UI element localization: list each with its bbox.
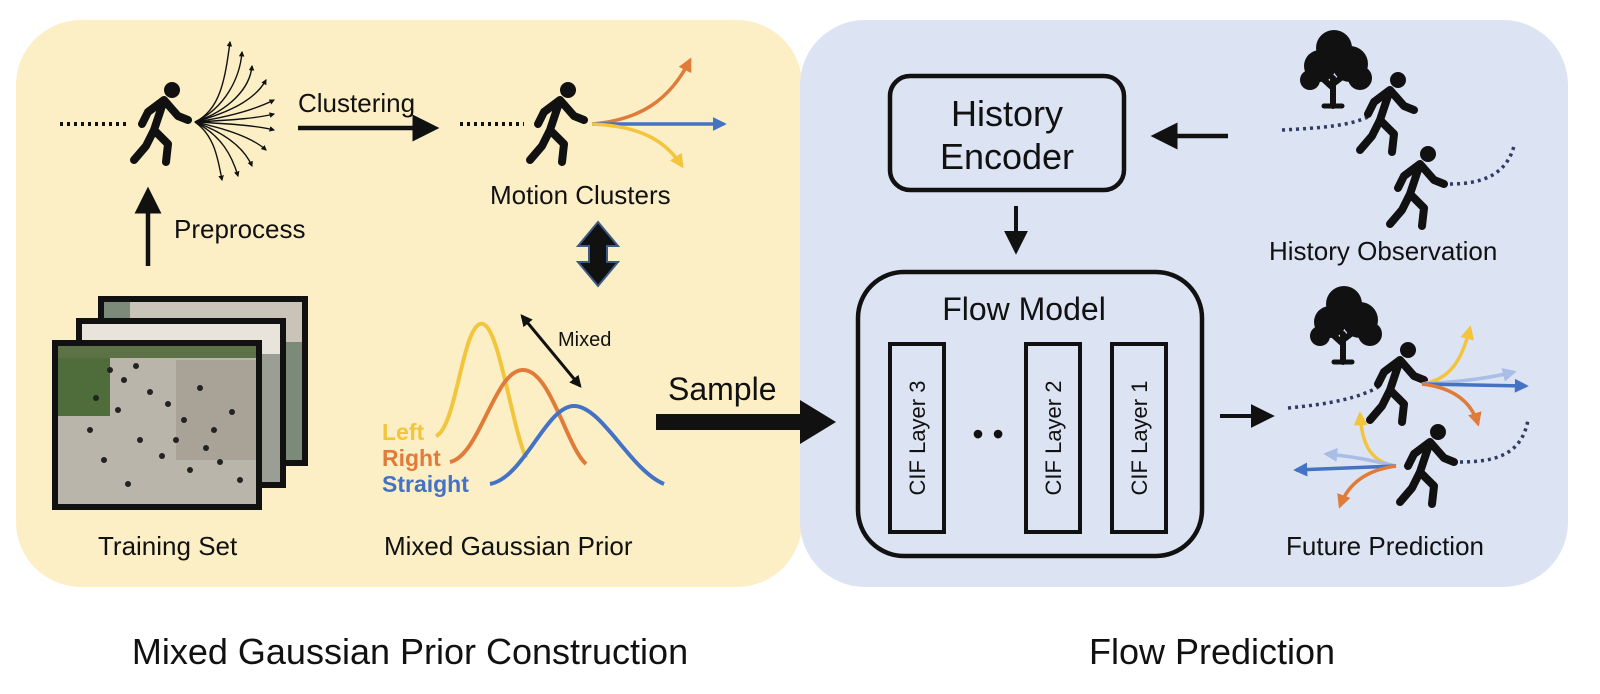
mixed-arrow bbox=[520, 314, 582, 388]
training-set-label: Training Set bbox=[98, 531, 238, 561]
cif-layer-1-box bbox=[1110, 342, 1168, 534]
video-frame-stack bbox=[52, 296, 308, 510]
history-encoder-box bbox=[887, 73, 1127, 193]
future-observed-track-2 bbox=[1459, 419, 1530, 464]
left-panel-caption: Mixed Gaussian Prior Construction bbox=[132, 631, 688, 672]
left-legend: Left bbox=[382, 419, 425, 445]
motion-cluster-curves bbox=[591, 57, 727, 169]
clustering-label: Clustering bbox=[298, 88, 415, 118]
future-branches-1 bbox=[1421, 325, 1529, 427]
right-panel-caption: Flow Prediction bbox=[1089, 631, 1335, 672]
cif-layer-2-label: CIF Layer 2 bbox=[1041, 381, 1066, 496]
history-observation-label: History Observation bbox=[1269, 236, 1497, 266]
motion-clusters-label: Motion Clusters bbox=[490, 180, 671, 210]
cif-layer-3-label: CIF Layer 3 bbox=[905, 381, 930, 496]
straight-legend: Straight bbox=[382, 471, 469, 497]
mixed-label: Mixed bbox=[558, 329, 611, 351]
correspondence-double-arrow bbox=[575, 220, 621, 288]
future-prediction-label: Future Prediction bbox=[1286, 531, 1484, 561]
cif-layer-2-box bbox=[1024, 342, 1082, 534]
future-branches-2 bbox=[1293, 411, 1397, 509]
flow-model-title: Flow Model bbox=[942, 291, 1106, 327]
right-panel bbox=[800, 20, 1568, 587]
mixed-gaussian-prior-label: Mixed Gaussian Prior bbox=[384, 531, 633, 561]
cif-layer-3-box bbox=[888, 342, 946, 534]
history-encoder-line1: History bbox=[951, 93, 1063, 134]
right-legend: Right bbox=[382, 445, 441, 471]
history-encoder-line2: Encoder bbox=[940, 136, 1074, 177]
observed-track-2 bbox=[1449, 145, 1516, 186]
sample-arrow bbox=[656, 400, 836, 444]
flow-model-box bbox=[855, 269, 1205, 559]
observed-track-1 bbox=[1281, 114, 1371, 132]
sample-label: Sample bbox=[668, 371, 777, 407]
preprocess-label: Preprocess bbox=[174, 214, 306, 244]
cif-layer-1-label: CIF Layer 1 bbox=[1127, 381, 1152, 496]
layer-ellipsis: • • bbox=[972, 416, 1003, 452]
raw-trajectory-fan bbox=[194, 40, 276, 182]
